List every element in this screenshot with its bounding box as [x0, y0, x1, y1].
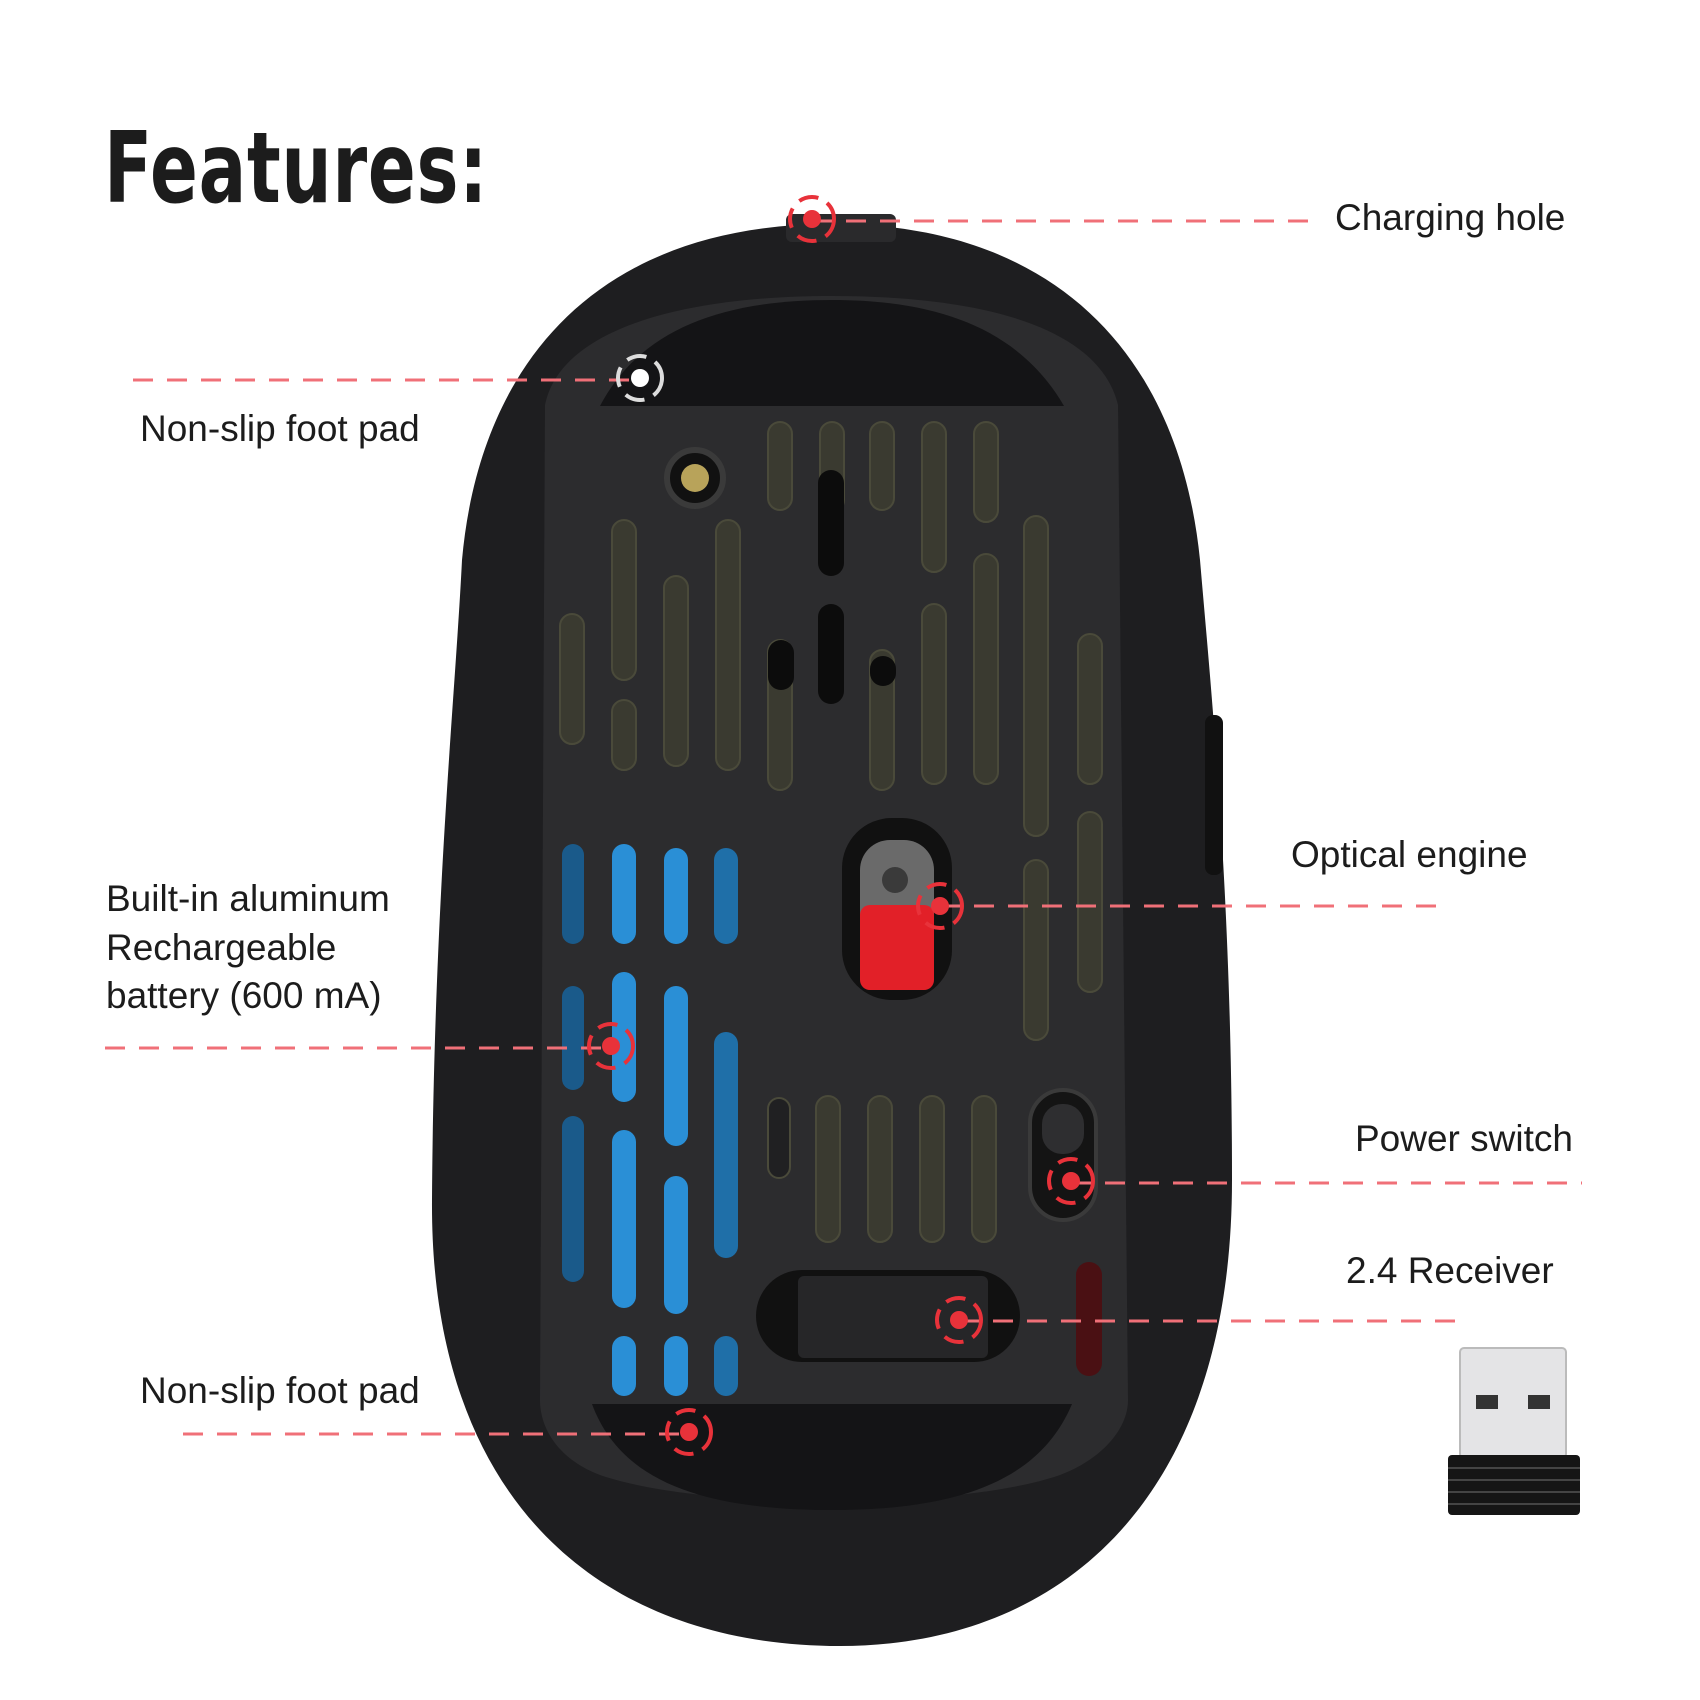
label-optical-engine: Optical engine — [1291, 834, 1528, 875]
battery-cells — [562, 844, 738, 1396]
label-charging-hole: Charging hole — [1335, 197, 1566, 238]
callout-markers — [587, 195, 1095, 1456]
label-foot-pad-top: Non-slip foot pad — [140, 408, 420, 449]
page-title: Features: — [104, 112, 489, 226]
label-foot-pad-bottom: Non-slip foot pad — [140, 1370, 420, 1411]
usb-receiver-image — [1448, 1347, 1580, 1515]
label-receiver: 2.4 Receiver — [1346, 1250, 1554, 1291]
label-battery-line1: Built-in aluminum — [106, 878, 390, 919]
callout-lines — [105, 219, 1582, 1436]
dark-slots — [768, 470, 896, 704]
foot-pad-top-shape — [600, 300, 1064, 406]
side-button — [1205, 715, 1223, 875]
label-battery-line2: Rechargeable — [106, 927, 337, 968]
label-power-switch: Power switch — [1355, 1118, 1573, 1159]
label-battery-line3: battery (600 mA) — [106, 975, 382, 1016]
